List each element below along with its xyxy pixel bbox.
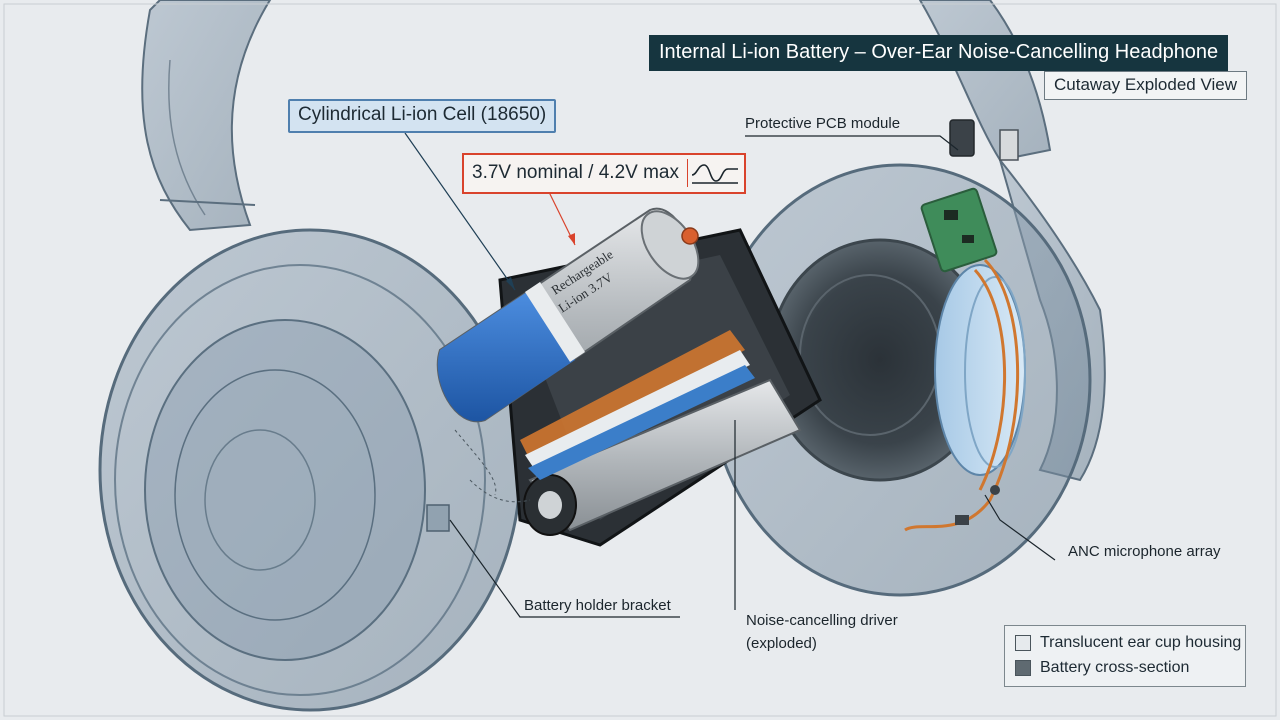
- dashed-guides: [454, 429, 531, 503]
- legend-label-housing: Translucent ear cup housing: [1040, 634, 1242, 651]
- label-bracket: Battery holder bracket: [524, 597, 671, 614]
- legend-swatch-battery: [1015, 660, 1031, 676]
- copper-wiring: [904, 258, 1020, 532]
- sine-wave-icon: [687, 159, 742, 187]
- legend-item-battery: Battery cross-section: [1015, 659, 1189, 677]
- legend: Translucent ear cup housing Battery cros…: [1004, 625, 1246, 687]
- callout-voltage-text: 3.7V nominal / 4.2V max: [472, 162, 679, 183]
- label-anc: ANC microphone array: [1068, 543, 1221, 560]
- diagram-title: Internal Li-ion Battery – Over-Ear Noise…: [649, 35, 1229, 71]
- label-pcb: Protective PCB module: [745, 115, 901, 132]
- callout-cell-type: Cylindrical Li-ion Cell (18650): [288, 99, 557, 133]
- callout-voltage: 3.7V nominal / 4.2V max: [462, 153, 746, 194]
- headband-left: [141, 0, 272, 232]
- leader-lines: [404, 132, 1056, 618]
- legend-item-housing: Translucent ear cup housing: [1015, 634, 1241, 652]
- noise-cancelling-driver: [934, 264, 1026, 476]
- battery-cell-18650: Rechargeable Li-ion 3.7V: [436, 207, 700, 423]
- label-driver-sub: (exploded): [746, 635, 817, 652]
- label-driver: Noise-cancelling driver: [746, 612, 898, 629]
- legend-label-battery: Battery cross-section: [1040, 659, 1190, 676]
- anc-microphone-array: [955, 485, 1000, 525]
- protective-pcb-module: [920, 119, 1019, 273]
- legend-swatch-housing: [1015, 635, 1031, 651]
- left-ear-cup: [98, 228, 522, 712]
- diagram-subtitle: Cutaway Exploded View: [1044, 71, 1248, 100]
- battery-cross-section: [520, 330, 802, 536]
- callout-cell-text: Cylindrical Li-ion Cell (18650): [298, 104, 547, 125]
